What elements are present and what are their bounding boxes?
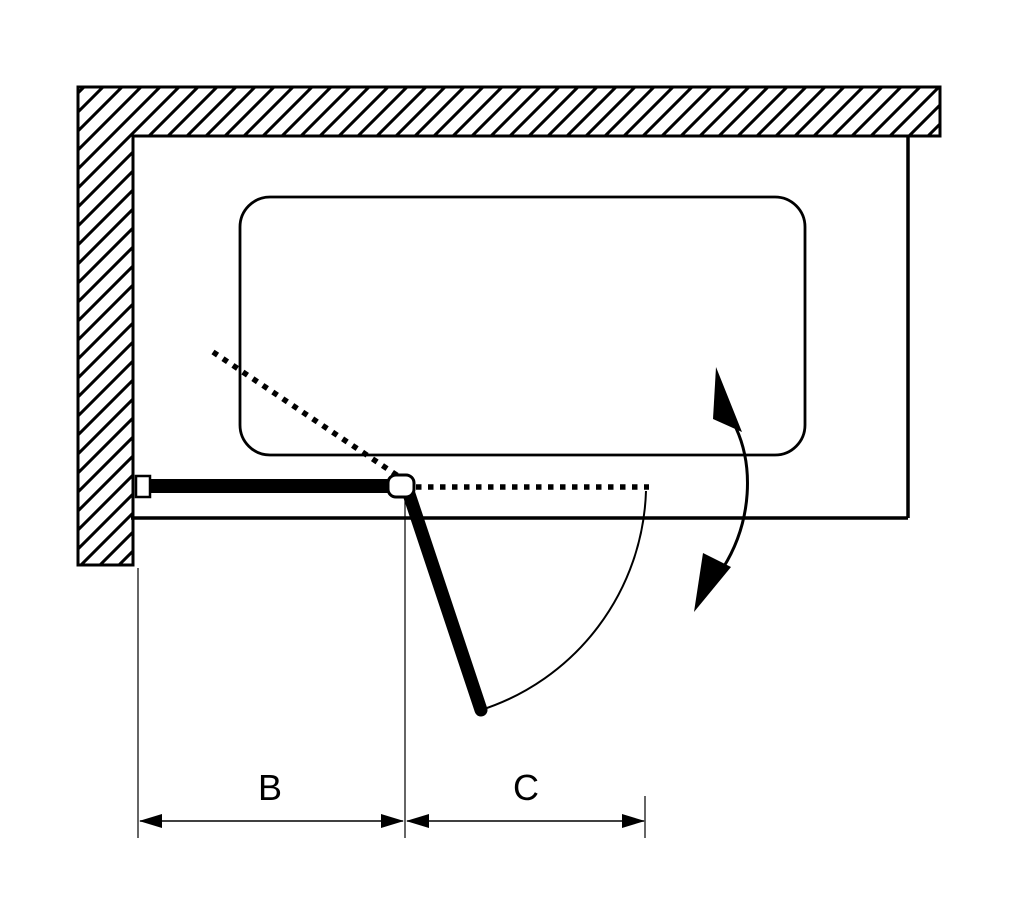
rotation-arrow: [694, 367, 749, 612]
dimension-b-arrow-left-icon: [139, 814, 162, 828]
dimension-c: C: [406, 767, 646, 838]
rotation-arrow-head-down-icon: [694, 553, 731, 612]
rotation-arrow-curve: [721, 427, 749, 569]
fixed-panel-assembly: [134, 473, 416, 499]
bathtub-outline: [238, 195, 807, 457]
dimension-c-arrow-left-icon: [406, 814, 429, 828]
pivot-panel-position-inward-dotted: [211, 349, 409, 485]
dimension-b-label: B: [258, 767, 282, 808]
rotation-arrow-head-up-icon: [713, 367, 742, 432]
fixed-panel: [150, 479, 388, 493]
wall-mount-bracket: [134, 474, 152, 499]
dimension-c-label: C: [513, 767, 539, 808]
dimension-b: B: [137, 497, 406, 838]
dimension-c-arrow-right-icon: [622, 814, 645, 828]
dimension-b-arrow-right-icon: [381, 814, 404, 828]
swing-arc: [480, 490, 647, 711]
pivot-panel-open: [402, 487, 488, 717]
pivot-hinge: [386, 473, 416, 499]
wall-hatched: [76, 85, 942, 567]
